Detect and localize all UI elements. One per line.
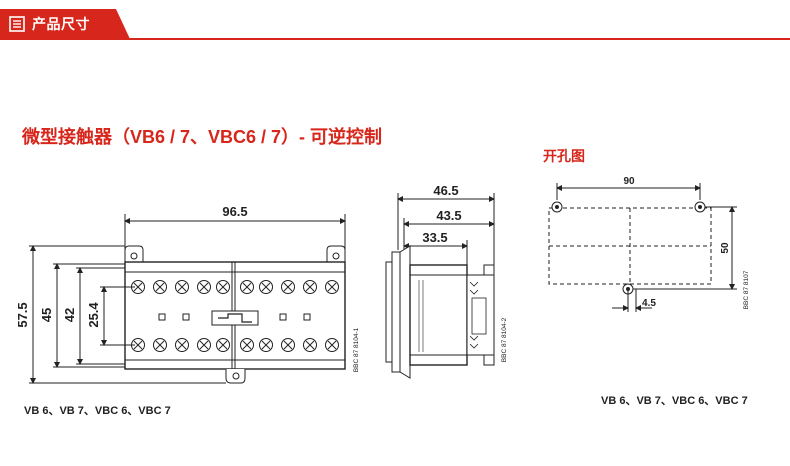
document-icon bbox=[9, 16, 25, 32]
front-view bbox=[124, 214, 346, 384]
dim-45: 45 bbox=[39, 308, 54, 322]
terminal-screw bbox=[259, 280, 273, 294]
terminal-screw bbox=[325, 338, 339, 352]
section-header: 产品尺寸 bbox=[0, 0, 790, 40]
side-dim-43-5: 43.5 bbox=[436, 208, 461, 223]
side-dim-33-5: 33.5 bbox=[422, 230, 447, 245]
header-divider bbox=[0, 38, 790, 40]
terminal-screw bbox=[303, 280, 317, 294]
caption-left: VB 6、VB 7、VBC 6、VBC 7 bbox=[24, 405, 171, 417]
dim-25-4: 25.4 bbox=[86, 302, 101, 328]
front-vertical-dimensions bbox=[29, 245, 226, 384]
cutout-view bbox=[548, 183, 737, 312]
side-ref-code: BBC 87 8104-2 bbox=[501, 317, 508, 362]
terminal-screw bbox=[240, 280, 254, 294]
terminal-screws bbox=[131, 280, 339, 352]
page-title: 微型接触器（VB6 / 7、VBC6 / 7）- 可逆控制 bbox=[22, 127, 383, 147]
terminal-screw bbox=[325, 280, 339, 294]
cutout-hole-label: 4.5 bbox=[642, 298, 656, 309]
side-dim-46-5: 46.5 bbox=[433, 183, 458, 198]
terminal-screw bbox=[281, 280, 295, 294]
terminal-screw bbox=[197, 280, 211, 294]
terminal-screw bbox=[281, 338, 295, 352]
front-width-label: 96.5 bbox=[222, 204, 247, 219]
terminal-screw bbox=[153, 280, 167, 294]
cutout-title: 开孔图 bbox=[543, 148, 585, 164]
side-view bbox=[385, 193, 495, 379]
terminal-screw bbox=[175, 338, 189, 352]
cutout-height-label: 50 bbox=[720, 242, 731, 254]
terminal-screw bbox=[259, 338, 273, 352]
caption-right: VB 6、VB 7、VBC 6、VBC 7 bbox=[601, 395, 748, 407]
dim-57-5: 57.5 bbox=[15, 302, 30, 327]
terminal-screw bbox=[240, 338, 254, 352]
terminal-screw bbox=[153, 338, 167, 352]
cutout-width-label: 90 bbox=[623, 176, 635, 187]
section-tab bbox=[0, 9, 130, 39]
cutout-ref-code: BBC 87 8107 bbox=[743, 270, 750, 309]
terminal-screw bbox=[197, 338, 211, 352]
front-ref-code: BBC 87 8104-1 bbox=[353, 327, 360, 372]
dim-42: 42 bbox=[62, 308, 77, 322]
terminal-screw bbox=[216, 280, 230, 294]
section-tab-label: 产品尺寸 bbox=[32, 16, 90, 32]
terminal-screw bbox=[303, 338, 317, 352]
terminal-screw bbox=[175, 280, 189, 294]
terminal-screw bbox=[216, 338, 230, 352]
